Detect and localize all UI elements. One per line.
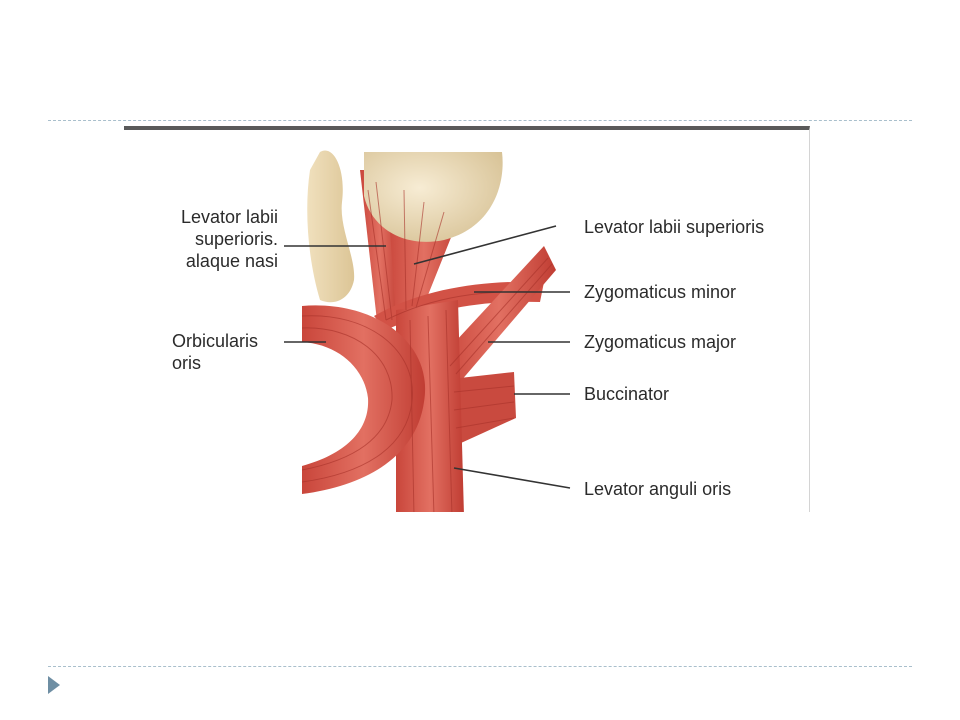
leader-lines: [284, 225, 571, 489]
label-levator-labii-superioris: Levator labii superioris: [584, 217, 765, 237]
label-levator-labii-alaque-nasi-line3: alaque nasi: [185, 251, 278, 271]
label-orbicularis-oris-line1: Orbicularis: [172, 331, 259, 351]
label-levator-labii-alaque-nasi: Levator labii superioris. alaque nasi: [128, 206, 278, 272]
anatomy-figure: Levator labii superioris. alaque nasi Or…: [124, 126, 810, 512]
label-zygomaticus-major: Zygomaticus major: [584, 332, 737, 352]
label-levator-labii-alaque-nasi-line2: superioris.: [194, 229, 278, 249]
leader-levator-labii-superioris: [413, 225, 557, 265]
label-orbicularis-oris: Orbicularis oris: [172, 330, 258, 374]
label-buccinator: Buccinator: [584, 384, 670, 404]
bottom-divider: [48, 666, 912, 667]
muscle-illustration: [284, 150, 571, 512]
label-levator-anguli-oris: Levator anguli oris: [584, 479, 732, 499]
triangle-bullet-icon: [48, 676, 60, 694]
maxilla-bone-shape: [364, 152, 503, 242]
label-zygomaticus-minor: Zygomaticus minor: [584, 282, 737, 302]
top-divider: [48, 120, 912, 121]
leader-levator-anguli-oris: [453, 467, 571, 489]
label-levator-labii-alaque-nasi-line1: Levator labii: [180, 207, 278, 227]
label-orbicularis-oris-line2: oris: [172, 353, 202, 373]
nasal-cartilage-shape: [307, 150, 355, 303]
orbicularis-oris-muscle: [302, 305, 426, 494]
